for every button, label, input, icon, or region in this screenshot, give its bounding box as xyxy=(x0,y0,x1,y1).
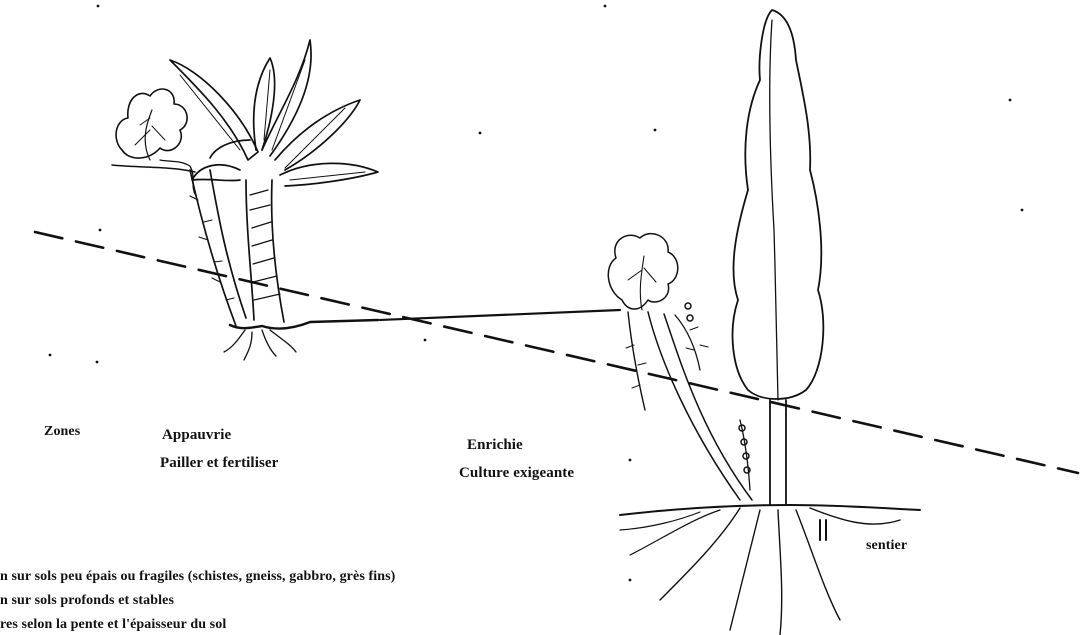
label-culture-exigeante: Culture exigeante xyxy=(459,465,574,482)
speck-marks xyxy=(49,5,1024,582)
label-pailler-fertiliser: Pailler et fertiliser xyxy=(160,455,278,472)
ground-link-line xyxy=(380,310,620,320)
label-zones: Zones xyxy=(44,424,80,440)
note-line-1: n sur sols peu épais ou fragiles (schist… xyxy=(0,569,395,585)
note-line-3: res selon la pente et l'épaisseur du sol xyxy=(0,617,226,633)
banana-tree xyxy=(170,40,378,360)
label-sentier: sentier xyxy=(866,538,907,554)
label-enrichie: Enrichie xyxy=(467,437,523,454)
label-appauvrie: Appauvrie xyxy=(162,427,231,444)
small-shrub-left xyxy=(112,89,196,196)
note-line-2: n sur sols profonds et stables xyxy=(0,593,174,609)
